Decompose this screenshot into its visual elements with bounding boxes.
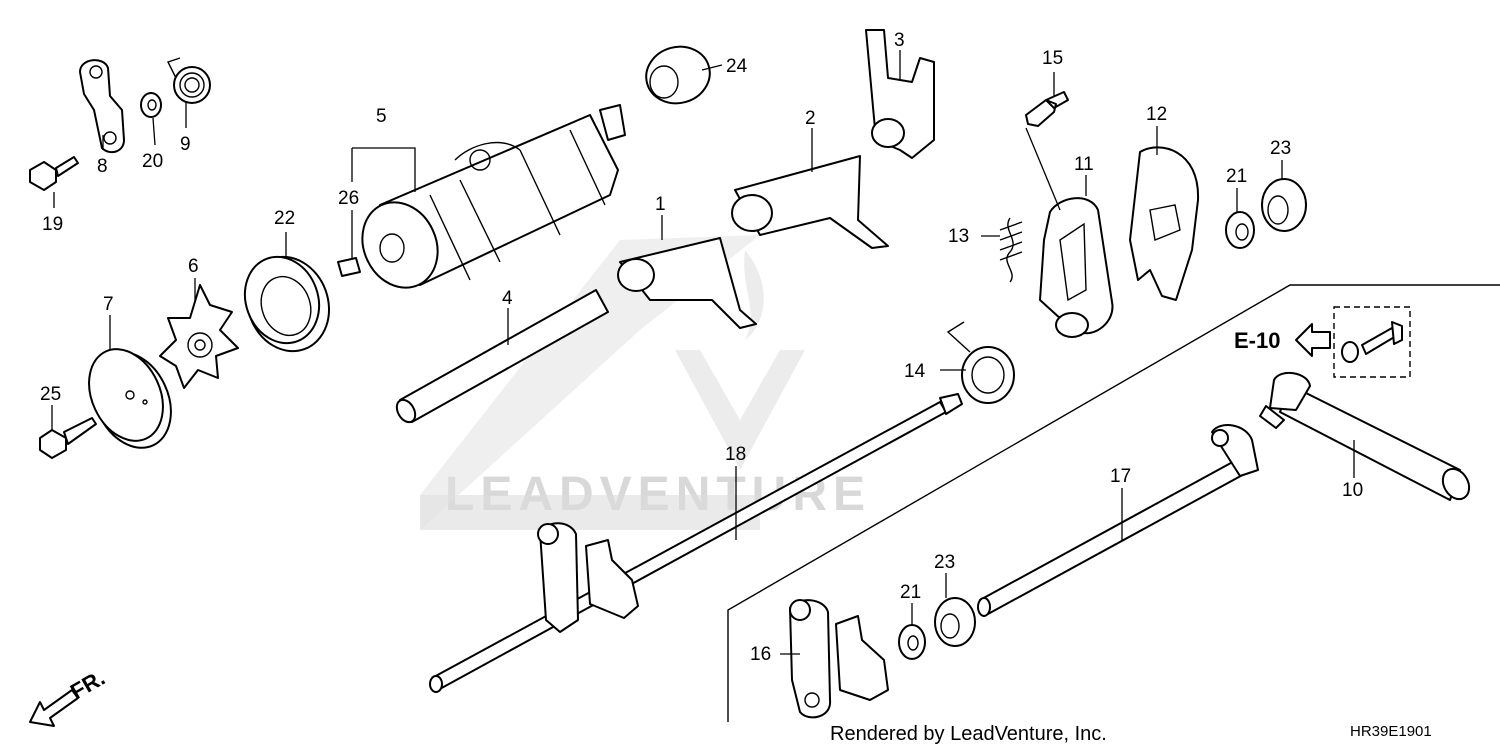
callout-5: 5 (376, 106, 387, 127)
pin-26 (337, 257, 361, 277)
callout-7: 7 (103, 294, 114, 315)
shift-fork-1 (617, 237, 757, 329)
bearing-22 (243, 255, 331, 353)
callout-24: 24 (726, 56, 748, 77)
bearing-23-upper (1261, 178, 1307, 232)
callout-1: 1 (655, 194, 666, 215)
callout-25: 25 (40, 384, 61, 405)
washer-20 (140, 92, 162, 118)
callout-17: 17 (1110, 466, 1131, 487)
spring-9 (167, 57, 211, 104)
needle-bearing-24 (645, 45, 711, 105)
callout-10: 10 (1342, 480, 1363, 501)
callout-3: 3 (894, 30, 905, 51)
shift-shaft-17 (977, 424, 1259, 617)
callout-14: 14 (904, 361, 926, 382)
callout-23-lower: 23 (934, 552, 955, 573)
bolt-15 (1025, 91, 1069, 127)
stopper-plate-11 (1039, 197, 1114, 338)
shift-arm-16 (789, 599, 889, 719)
plate-7 (88, 348, 172, 449)
callout-8: 8 (97, 156, 108, 177)
callout-4: 4 (502, 288, 513, 309)
reference-arrow-icon (1295, 323, 1331, 357)
callout-labels: 1 2 3 4 5 6 7 8 9 10 11 12 13 14 15 16 1… (40, 30, 1363, 665)
spring-13 (999, 217, 1023, 283)
bearing-23-lower (934, 597, 976, 647)
reference-inset (1333, 306, 1411, 378)
shift-fork-3 (865, 29, 935, 159)
callout-21-lower: 21 (900, 582, 921, 603)
callout-19: 19 (42, 214, 63, 235)
diagram-code: HR39E1901 (1350, 723, 1432, 740)
callout-26: 26 (338, 188, 359, 209)
callout-18: 18 (725, 444, 746, 465)
section-divider-line (727, 284, 1500, 722)
shift-shaft-18 (429, 393, 963, 693)
washer-21-lower (898, 624, 926, 660)
callout-23-upper: 23 (1270, 138, 1291, 159)
render-credit: Rendered by LeadVenture, Inc. (830, 723, 1107, 745)
callout-13: 13 (948, 226, 969, 247)
callout-12: 12 (1146, 104, 1167, 125)
reference-label: E-10 (1234, 328, 1280, 353)
leader-lines (51, 50, 1355, 655)
callout-2: 2 (805, 108, 816, 129)
callout-9: 9 (180, 134, 191, 155)
callout-20: 20 (142, 151, 163, 172)
callout-11: 11 (1074, 154, 1094, 175)
spring-14 (946, 321, 1015, 404)
shift-spindle-10 (1259, 371, 1471, 501)
bolt-19 (29, 156, 79, 191)
callout-15: 15 (1042, 48, 1063, 69)
shift-fork-2 (731, 155, 889, 249)
callout-22: 22 (274, 208, 295, 229)
washer-21-upper (1225, 211, 1255, 249)
front-arrow-icon (29, 689, 79, 727)
callout-16: 16 (750, 644, 771, 665)
callout-6: 6 (188, 256, 199, 277)
shift-drum-5 (361, 104, 626, 289)
plate-12 (1129, 146, 1200, 301)
fork-shaft-4 (395, 289, 609, 424)
shift-cam-6 (159, 284, 239, 389)
front-direction-indicator: FR. (29, 665, 109, 727)
callout-21-upper: 21 (1226, 166, 1247, 187)
bolt-25 (39, 417, 97, 459)
